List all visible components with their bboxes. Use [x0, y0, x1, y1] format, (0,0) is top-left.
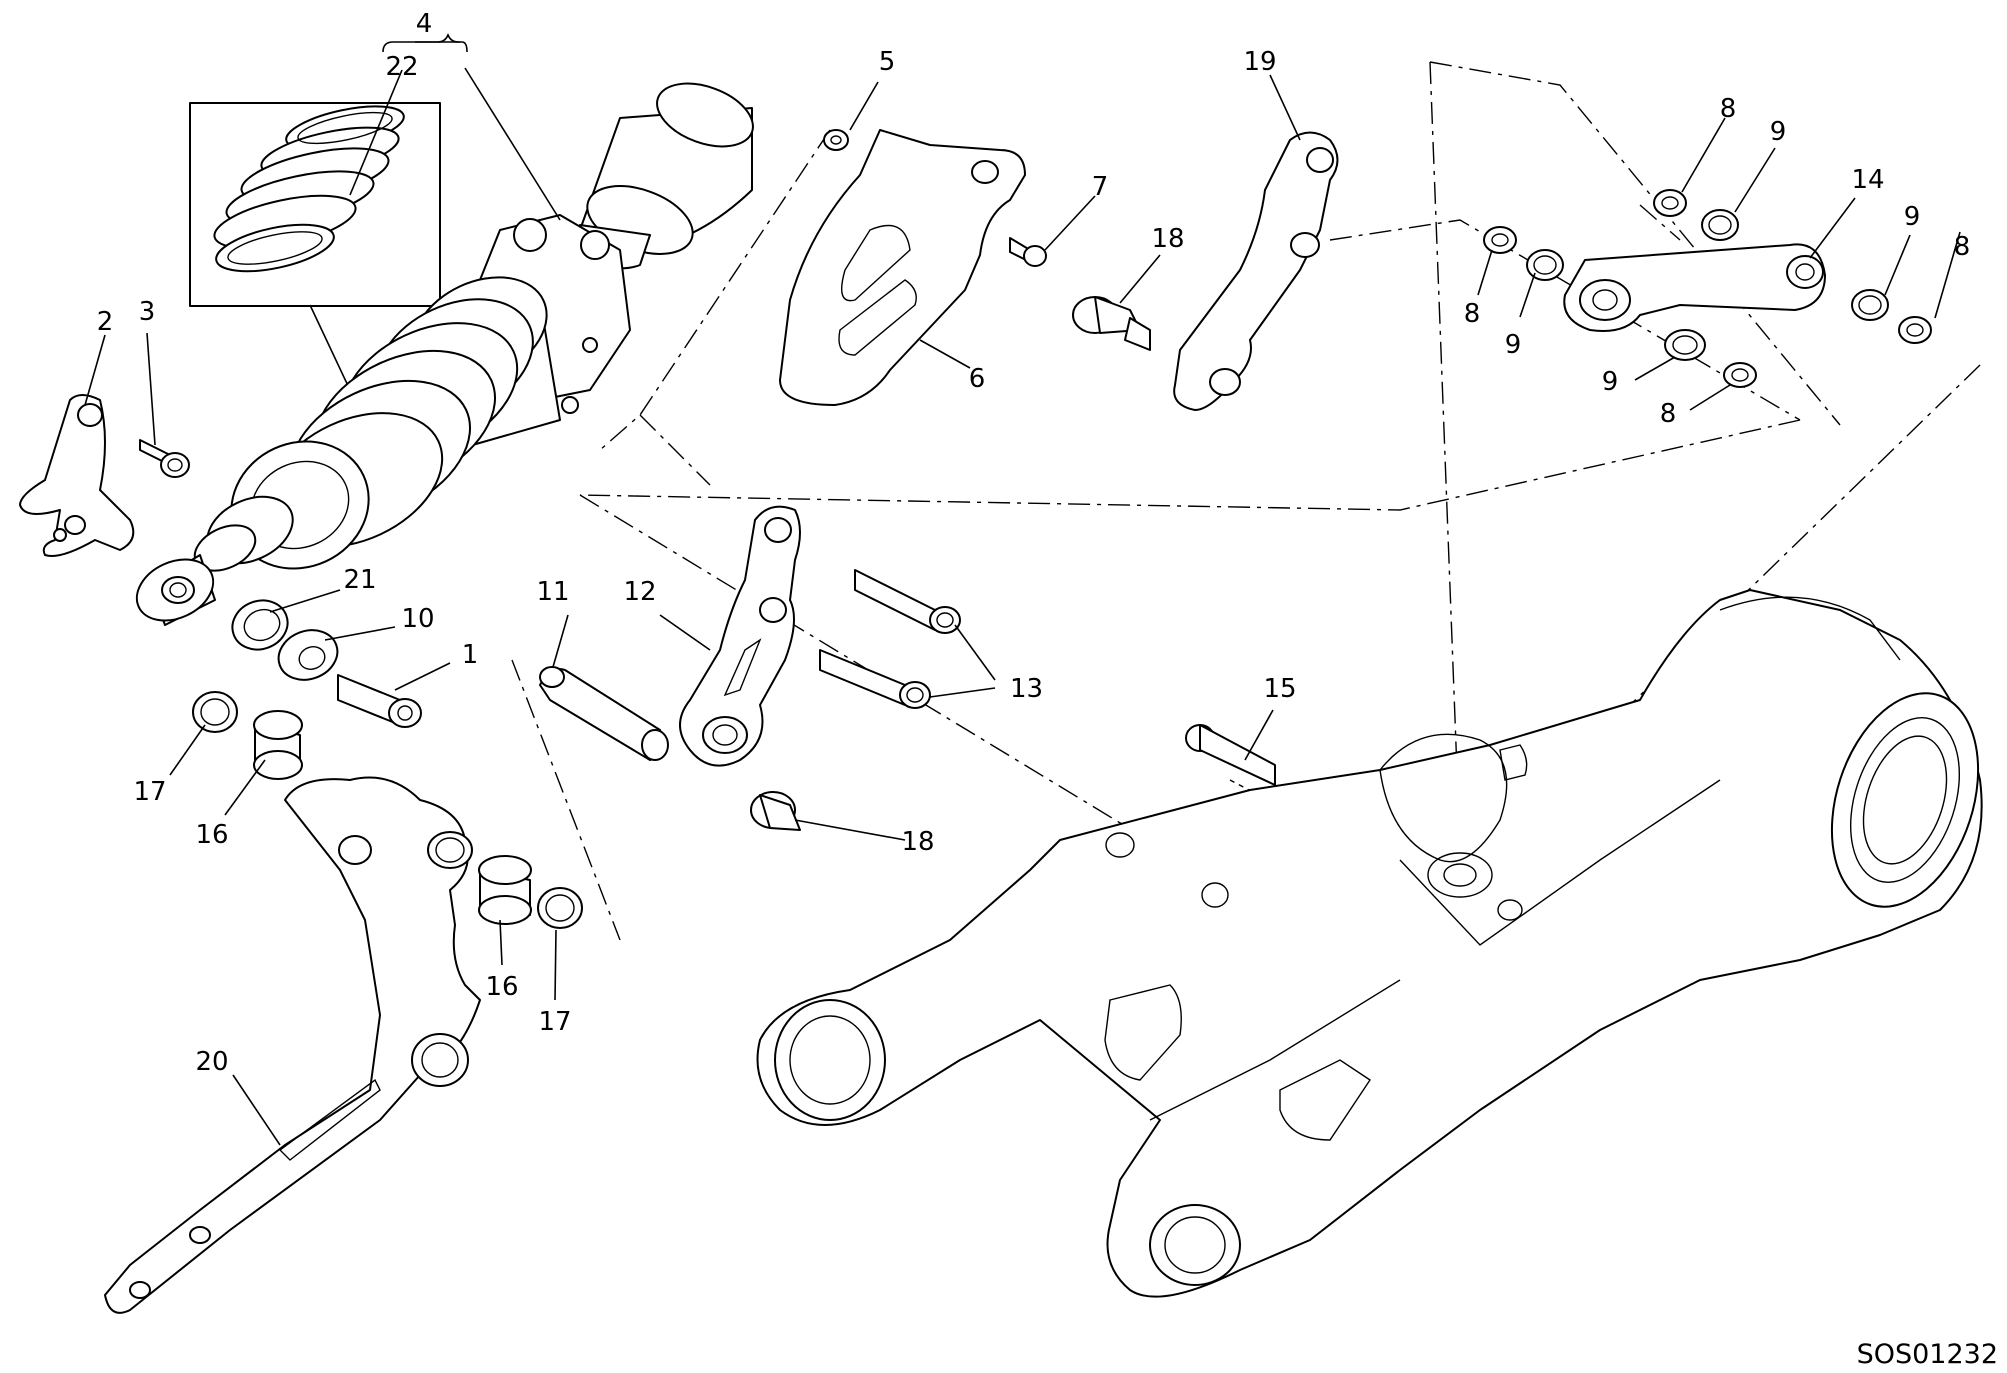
seal-17-left [192, 691, 238, 733]
callout-2: 2 [97, 307, 114, 337]
washers-8-9 [1483, 189, 1932, 388]
callout-1: 1 [462, 640, 479, 670]
bolt-15 [1185, 724, 1276, 786]
nut-5 [823, 129, 849, 151]
pin-18-top [1072, 296, 1151, 351]
callout-8-left: 8 [1464, 299, 1481, 329]
bearing-16-left [253, 710, 303, 780]
plate-6 [779, 129, 1026, 406]
link-rod-14 [1563, 243, 1826, 332]
callout-8-right: 8 [1954, 232, 1971, 262]
arm-20 [104, 776, 481, 1314]
callout-6: 6 [969, 364, 986, 394]
callout-15: 15 [1263, 674, 1296, 704]
callout-9-bottom: 9 [1602, 367, 1619, 397]
screw-1 [337, 674, 422, 728]
spacer-10 [277, 629, 339, 681]
bolts-13 [819, 569, 961, 709]
callout-8-top: 8 [1720, 94, 1737, 124]
callout-12: 12 [623, 577, 656, 607]
bearing-16-right [478, 855, 532, 925]
bolt-18-bottom [750, 791, 801, 831]
spring-22 [213, 105, 405, 273]
callout-19: 19 [1243, 47, 1276, 77]
leader-lines [84, 32, 1961, 1146]
callout-9-right: 9 [1904, 202, 1921, 232]
callout-8-bottom: 8 [1660, 399, 1677, 429]
callout-20: 20 [195, 1047, 228, 1077]
spring-inset [189, 102, 441, 391]
washer-21 [231, 599, 289, 651]
screw-3 [139, 439, 190, 478]
bracket-2 [19, 394, 135, 557]
callout-9-left: 9 [1505, 330, 1522, 360]
swingarm [756, 589, 1983, 1298]
drawing-code: SOS01232 [1857, 1339, 1998, 1370]
callout-22: 22 [385, 52, 418, 82]
callout-14: 14 [1851, 165, 1884, 195]
callout-5: 5 [879, 47, 896, 77]
callout-16-right: 16 [485, 972, 518, 1002]
screw-7 [1009, 237, 1047, 267]
callout-18-bottom: 18 [901, 827, 934, 857]
seal-17-right [537, 887, 583, 929]
callout-11: 11 [536, 577, 569, 607]
callouts: 4 22 2 3 21 10 1 5 7 6 18 19 8 9 14 9 8 … [97, 9, 1971, 1077]
callout-10: 10 [401, 604, 434, 634]
callout-17-right: 17 [538, 1007, 571, 1037]
callout-13: 13 [1010, 674, 1043, 704]
rocker-19 [1173, 131, 1339, 411]
callout-4: 4 [416, 9, 433, 39]
callout-21: 21 [343, 565, 376, 595]
tube-11 [539, 666, 669, 761]
callout-3: 3 [139, 297, 156, 327]
callout-16-left: 16 [195, 820, 228, 850]
callout-7: 7 [1092, 172, 1109, 202]
callout-9-top: 9 [1770, 117, 1787, 147]
callout-18-top: 18 [1151, 224, 1184, 254]
callout-17-left: 17 [133, 777, 166, 807]
shock-absorber-4 [135, 82, 754, 626]
link-plate-12 [679, 505, 801, 767]
